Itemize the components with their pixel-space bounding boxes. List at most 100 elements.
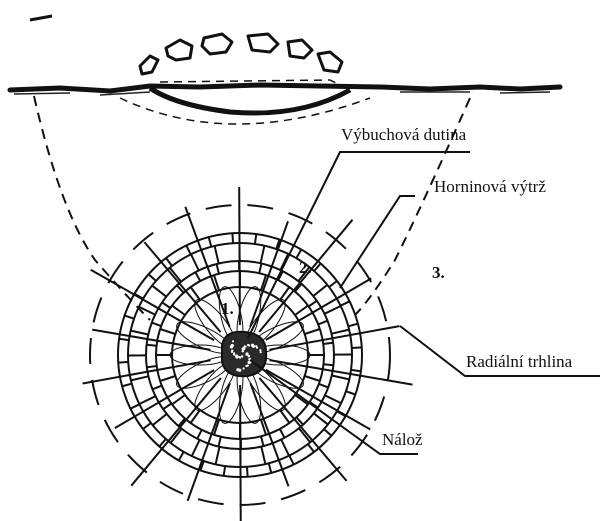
ejected-fragments [140,34,342,74]
ring-tie [324,429,332,436]
ring-tie [295,306,308,315]
top-left-mark [30,16,52,20]
outer-dashed-boundary-left [34,96,150,320]
ring-tie [162,302,170,308]
charge-dot [231,350,233,352]
ring-tie [195,272,200,281]
ring-tie [332,376,350,380]
ring-tie [197,430,202,439]
ring-tie [305,376,320,381]
charge-dot [245,353,248,356]
radial-crack [266,278,371,340]
radial-crack [270,360,413,385]
charge-dot [235,355,238,358]
label-cavity: Výbuchová dutina [341,125,467,144]
ring-tie [346,391,355,394]
ring-tie [139,396,155,404]
ring-tie [125,316,134,319]
ring-tie [341,301,350,305]
ring-tie [296,250,301,259]
ring-tie [172,306,185,315]
ring-tie [247,467,248,477]
ring-tie [261,436,264,446]
charge-dot [236,368,239,371]
ring-tie [209,237,212,247]
ring-tie [163,404,171,410]
ring-tie [217,264,220,274]
ring-tie [280,254,288,270]
ring-tie [179,452,184,461]
charge-dot [242,350,244,352]
ring-tie [131,331,149,335]
charge-dot [256,347,258,349]
ring-tie [152,286,166,297]
ring-tie [329,281,337,287]
ring-tie [280,429,285,438]
ring-tie [313,285,327,296]
charge-dot [252,345,255,348]
ring-tie [324,364,334,365]
ring-tie [191,254,199,270]
ring-tie [119,339,129,340]
ring-tie [255,234,256,244]
charge-dot [245,365,247,367]
radial-crack [239,187,240,325]
ring-tie [143,423,151,429]
charge-dot [244,346,246,348]
charge-dot [260,351,262,353]
charge-dot [243,367,245,369]
ring-tie [351,370,361,371]
charge-dot [248,355,250,357]
charge-dot [259,349,261,351]
ring-tie [160,376,175,381]
ring-tie [147,366,157,367]
ring-tie [153,414,167,425]
zone-3-label: 3. [432,263,445,282]
ring-tie [192,440,200,456]
ring-tie [149,274,157,281]
ring-tie [232,233,233,243]
ring-tie [352,347,362,348]
ring-tie [319,384,328,388]
ring-tie [215,246,219,264]
ring-tie [289,456,293,465]
zone-2-label: 2. [299,258,312,277]
ring-tie [219,437,221,447]
ring-tie [186,245,190,254]
ring-tie [224,466,225,476]
charge-dot [231,344,234,347]
radial-crack [240,385,241,521]
radial-crack [92,330,210,350]
charge-dot [239,356,241,358]
ring-tie [261,246,265,264]
radial-crack [188,383,230,501]
ring-tie [269,463,272,473]
label-crater: Horninová výtrž [434,177,546,196]
label-radial-crack: Radiální trhlina [466,352,573,371]
ring-tie [281,440,289,456]
charge-dot [241,355,243,357]
ring-tie [325,306,341,314]
ring-tie [152,323,161,327]
ring-tie [325,395,341,403]
ring-tie [323,343,333,344]
ground-surface [10,85,560,91]
charge-dot [242,347,245,350]
ring-tie [261,447,265,465]
ring-tie [332,330,350,334]
ring-tie [318,321,327,325]
ring-tie [122,384,132,387]
ring-tie [309,301,317,307]
ring-tie [348,324,358,327]
ring-tie [308,444,314,452]
ring-tie [153,386,162,390]
ring-tie [130,404,139,408]
ring-tie [147,345,157,346]
ring-tie [118,362,128,363]
crater-depression [150,88,350,113]
charge-dot [232,340,234,342]
ring-tie [131,376,149,380]
charge-dot [248,344,250,346]
charge-dot [233,352,235,354]
